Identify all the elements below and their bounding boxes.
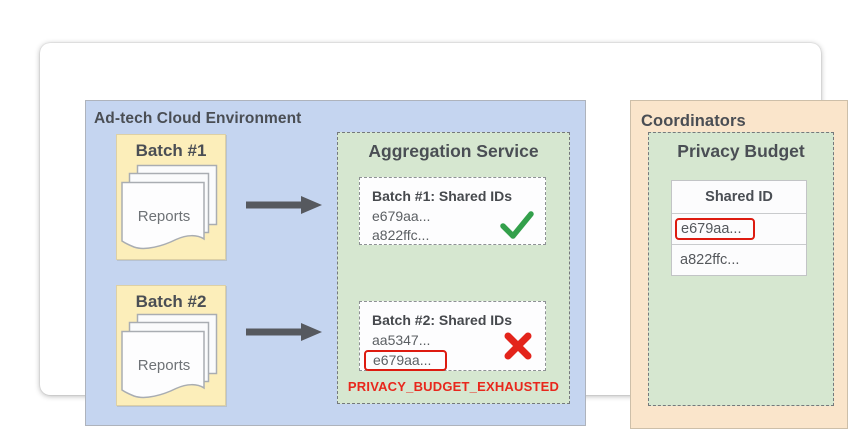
- shared-id-table: Shared ID e679aa... a822ffc...: [671, 180, 807, 276]
- duplicate-id-highlight-box: e679aa...: [364, 350, 448, 371]
- result-title: Batch #2: Shared IDs: [372, 312, 513, 328]
- arrow-batch1-to-service-icon: [246, 196, 322, 214]
- coordinators-title: Coordinators: [641, 112, 746, 130]
- shared-id-value: a822ffc...: [372, 227, 430, 243]
- aggregation-service-box: Aggregation Service Batch #1: Shared IDs…: [337, 132, 570, 404]
- privacy-budget-title: Privacy Budget: [677, 141, 805, 161]
- batch-2-box: Batch #2 Reports: [116, 285, 226, 406]
- adtech-environment-title: Ad-tech Cloud Environment: [94, 110, 302, 127]
- diagram-card: Ad-tech Cloud Environment Batch #1 Repor…: [40, 43, 848, 429]
- shared-id-value: e679aa...: [372, 207, 431, 224]
- privacy-budget-exhausted-label: PRIVACY_BUDGET_EXHAUSTED: [347, 379, 560, 394]
- batch2-result-box: Batch #2: Shared IDs aa5347... e679aa...: [359, 301, 546, 371]
- shared-id-table-header: Shared ID: [705, 189, 773, 205]
- adtech-environment-box: Ad-tech Cloud Environment Batch #1 Repor…: [85, 100, 586, 426]
- checkmark-icon: [500, 211, 534, 239]
- aggregation-service-title: Aggregation Service: [368, 141, 539, 161]
- batch-2-title: Batch #2: [135, 292, 207, 311]
- reports-stack-icon: Reports: [121, 313, 221, 405]
- spent-id-highlight-box: e679aa...: [675, 218, 756, 241]
- batch-1-box: Batch #1 Reports: [116, 134, 226, 260]
- reports-label: Reports: [137, 357, 191, 374]
- batch1-result-box: Batch #1: Shared IDs e679aa... a822ffc..…: [359, 177, 546, 245]
- table-row: e679aa...: [672, 213, 806, 244]
- reports-stack-icon: Reports: [121, 164, 221, 256]
- table-row: a822ffc...: [672, 244, 806, 275]
- privacy-budget-box: Privacy Budget Shared ID e679aa... a822f…: [648, 132, 834, 406]
- result-title: Batch #1: Shared IDs: [372, 188, 513, 204]
- shared-id-value: aa5347...: [372, 331, 431, 348]
- x-icon: [504, 332, 532, 360]
- reports-label: Reports: [137, 208, 191, 225]
- coordinators-box: Coordinators Privacy Budget Shared ID e6…: [630, 100, 848, 429]
- batch-1-title: Batch #1: [135, 141, 207, 160]
- arrow-batch2-to-service-icon: [246, 323, 322, 341]
